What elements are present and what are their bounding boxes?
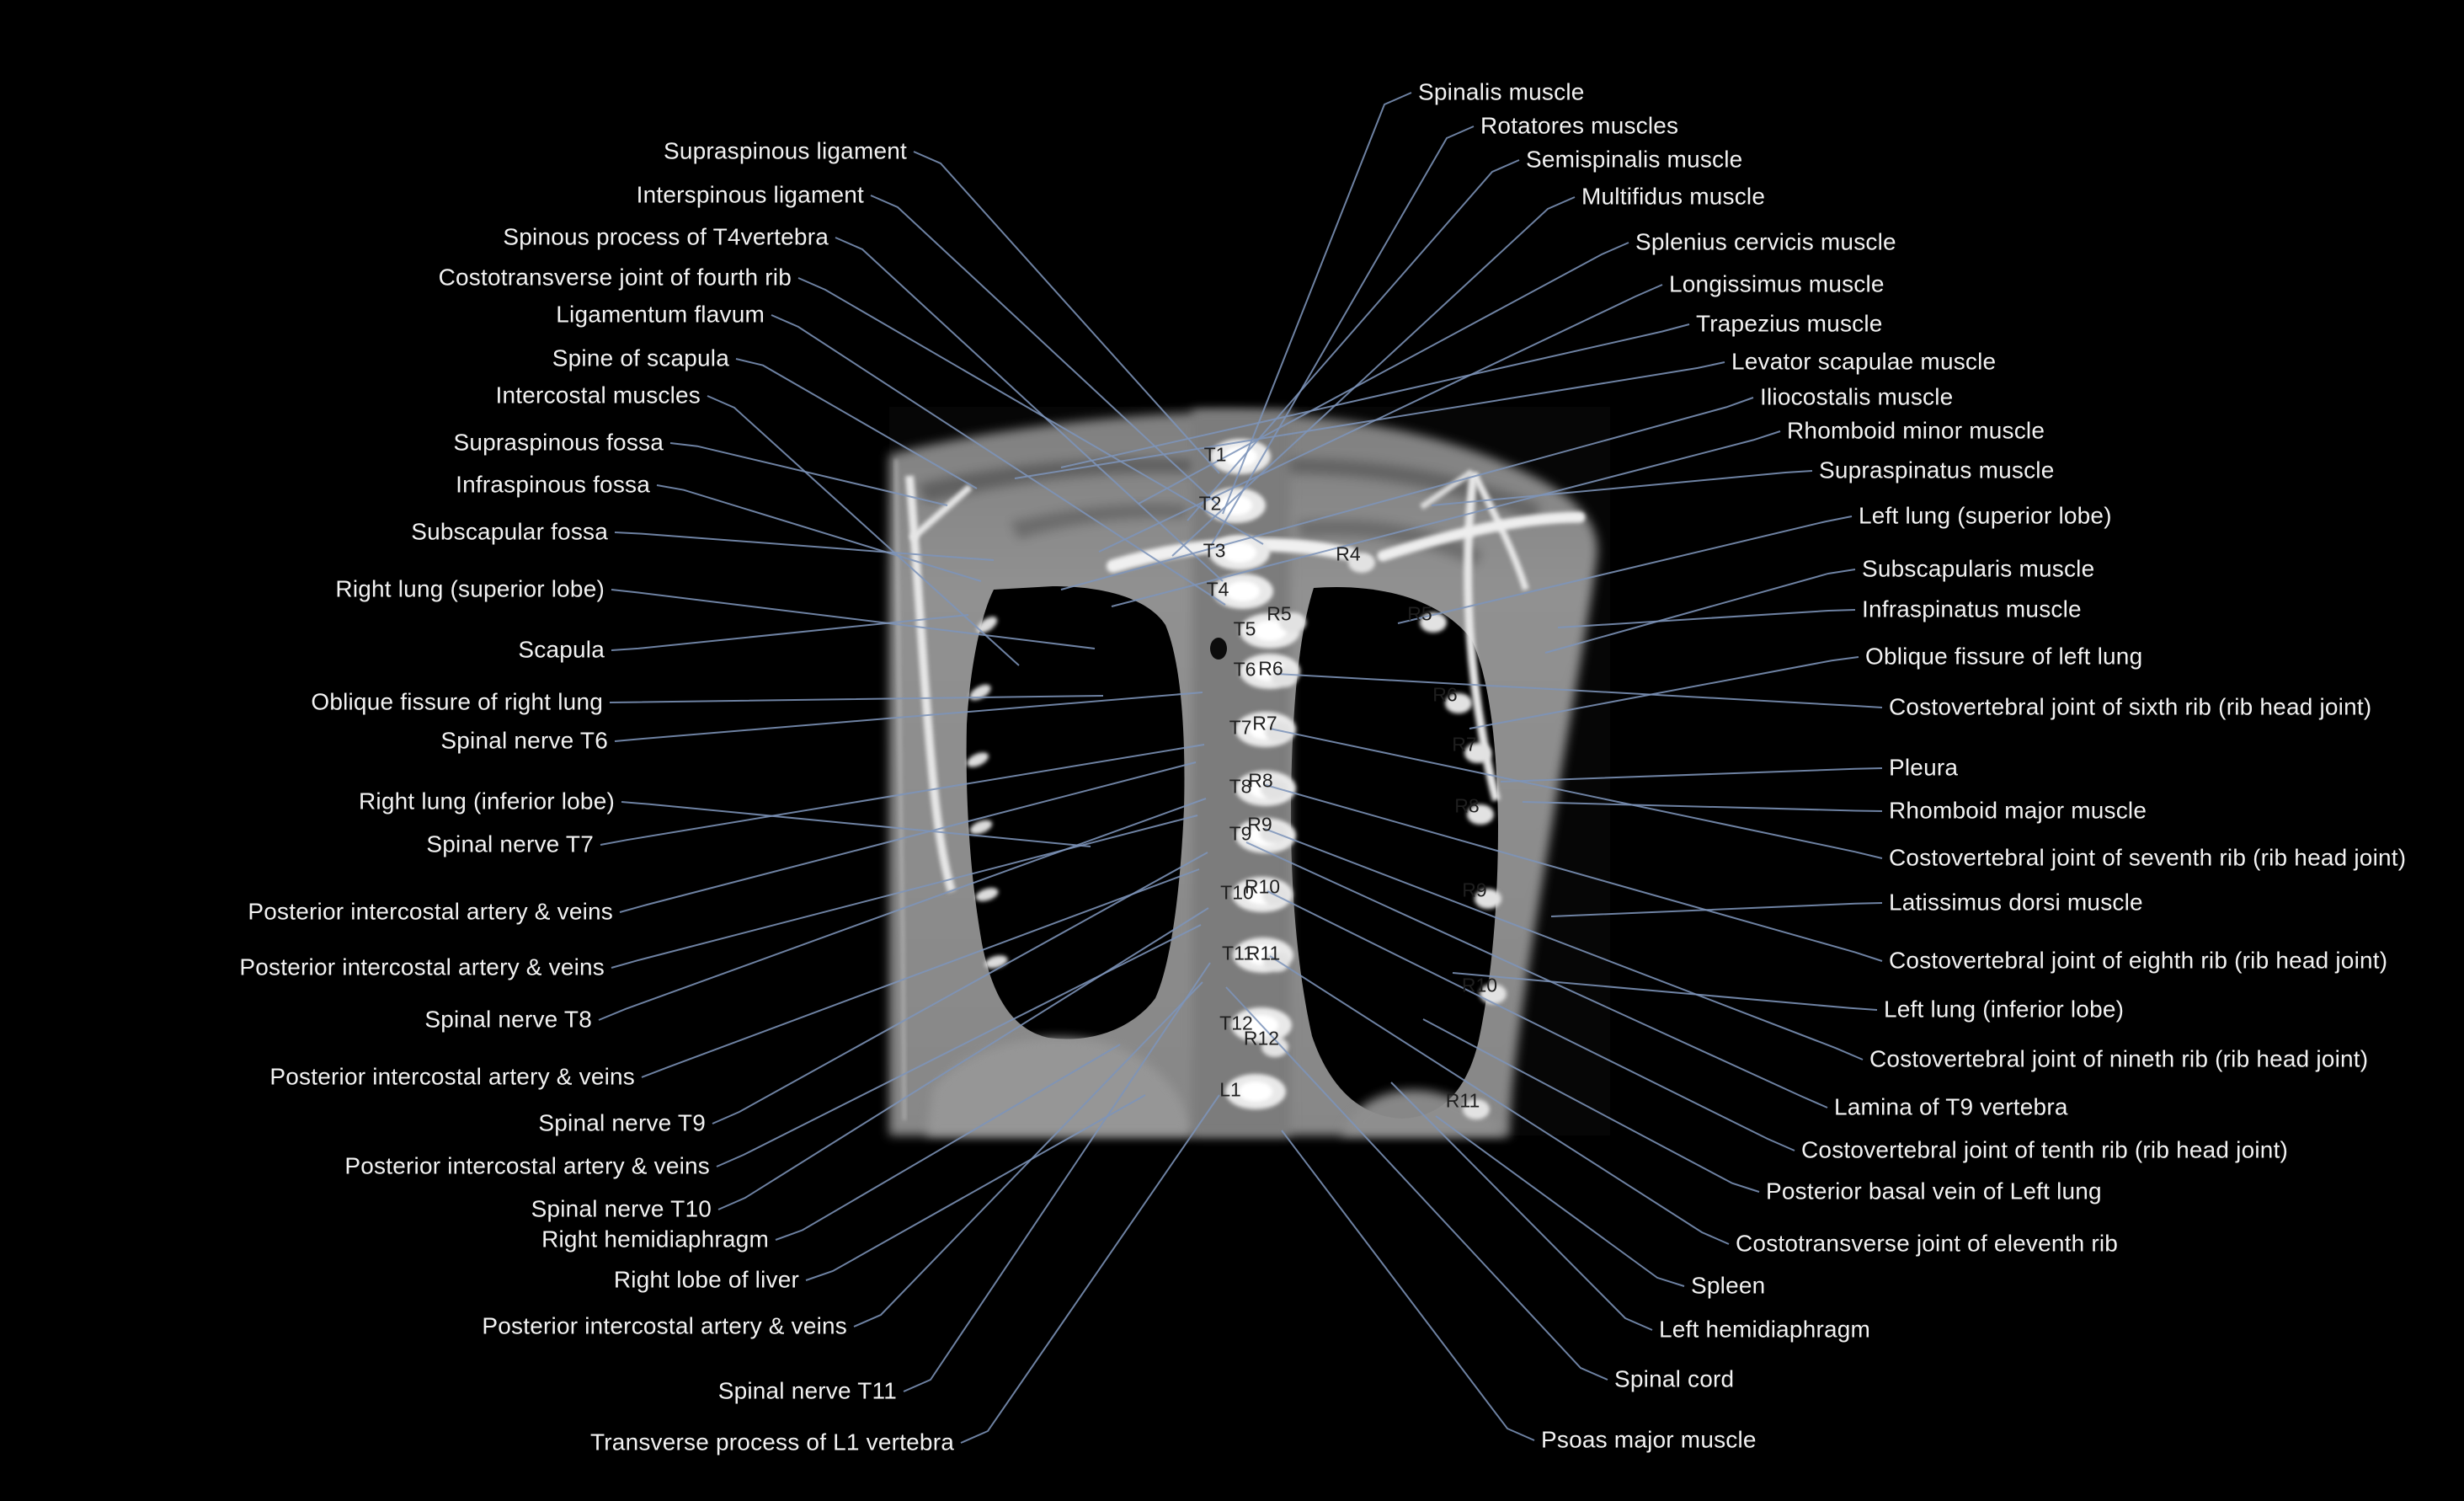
annotation-label: Posterior intercostal artery & veins xyxy=(482,1312,847,1339)
annotation-label: Left lung (inferior lobe) xyxy=(1884,996,2125,1023)
airway xyxy=(1210,638,1227,660)
ct-label: T9 xyxy=(1229,822,1252,845)
ct-label: R9 xyxy=(1247,813,1272,836)
right-lung xyxy=(966,586,1185,1039)
ct-label: T8 xyxy=(1229,775,1252,798)
ct-label: R10 xyxy=(1244,875,1281,898)
annotation-label: Iliocostalis muscle xyxy=(1760,383,1954,410)
annotation-label: Spinous process of T4vertebra xyxy=(503,223,829,250)
annotation-label: Costovertebral joint of tenth rib (rib h… xyxy=(1801,1136,2289,1163)
annotation-label: Costotransverse joint of eleventh rib xyxy=(1736,1230,2119,1257)
annotation-label: Rhomboid minor muscle xyxy=(1787,417,2045,444)
annotation-label: Infraspinous fossa xyxy=(456,471,650,498)
ct-label: R11 xyxy=(1445,1089,1480,1112)
ct-label: R5 xyxy=(1267,602,1292,625)
annotation-label: Spinal nerve T6 xyxy=(440,727,608,754)
annotation-label: Spleen xyxy=(1691,1272,1766,1299)
annotation-label: Costotransverse joint of fourth rib xyxy=(438,264,792,291)
annotation-label: Supraspinous ligament xyxy=(663,137,907,164)
ct-label: R8 xyxy=(1454,794,1480,817)
ct-label: T5 xyxy=(1233,617,1256,640)
ct-label: R5 xyxy=(1407,602,1432,625)
annotation-label: Posterior intercostal artery & veins xyxy=(248,898,613,925)
annotation-label: Right lung (inferior lobe) xyxy=(358,788,615,815)
ct-label: T7 xyxy=(1229,716,1252,739)
annotation-label: Latissimus dorsi muscle xyxy=(1889,889,2143,916)
annotation-label: Psoas major muscle xyxy=(1541,1426,1757,1453)
ct-label: T3 xyxy=(1203,539,1226,562)
annotation-label: Infraspinatus muscle xyxy=(1862,596,2082,622)
annotation-label: Spinal nerve T10 xyxy=(531,1195,712,1222)
annotation-label: Posterior intercostal artery & veins xyxy=(344,1152,710,1179)
ct-label: T6 xyxy=(1233,658,1256,681)
annotation-label: Multifidus muscle xyxy=(1581,183,1766,210)
annotation-label: Transverse process of L1 vertebra xyxy=(590,1429,954,1456)
ct-label: T1 xyxy=(1203,443,1227,466)
annotation-label: Oblique fissure of right lung xyxy=(311,688,603,715)
annotation-label: Ligamentum flavum xyxy=(556,301,765,328)
annotation-label: Spinal nerve T11 xyxy=(717,1377,897,1404)
ct-label: T11 xyxy=(1222,942,1254,964)
ct-label: R12 xyxy=(1243,1027,1280,1050)
annotation-label: Subscapular fossa xyxy=(411,518,608,545)
annotation-label: Posterior intercostal artery & veins xyxy=(239,953,605,980)
annotation-label: Spinal nerve T9 xyxy=(538,1109,706,1136)
ct-label: R9 xyxy=(1462,879,1487,901)
annotation-label: Left lung (superior lobe) xyxy=(1859,502,2112,529)
annotation-label: Posterior basal vein of Left lung xyxy=(1766,1178,2102,1205)
ct-label: R6 xyxy=(1258,657,1283,680)
ct-label: R7 xyxy=(1252,712,1277,734)
ct-label: T12 xyxy=(1219,1012,1253,1034)
ct-label: T4 xyxy=(1206,578,1229,601)
annotation-label: Right lung (superior lobe) xyxy=(335,575,605,602)
ct-label: L1 xyxy=(1219,1078,1241,1101)
annotation-label: Spine of scapula xyxy=(552,345,729,371)
annotation-label: Rhomboid major muscle xyxy=(1889,797,2147,824)
annotation-label: Semispinalis muscle xyxy=(1526,146,1743,173)
annotation-label: Longissimus muscle xyxy=(1669,270,1885,297)
ct-label: R7 xyxy=(1452,733,1477,756)
left-lung xyxy=(1290,586,1498,1119)
annotation-label: Pleura xyxy=(1889,754,1959,781)
annotation-label: Costovertebral joint of sixth rib (rib h… xyxy=(1889,693,2372,720)
rib-bone xyxy=(1279,612,1306,633)
annotation-label: Spinal nerve T8 xyxy=(424,1006,592,1033)
annotation-label: Costovertebral joint of seventh rib (rib… xyxy=(1889,844,2407,871)
annotation-label: Posterior intercostal artery & veins xyxy=(269,1063,635,1090)
ct-label: R6 xyxy=(1432,683,1458,706)
annotation-label: Spinalis muscle xyxy=(1418,78,1585,105)
annotation-label: Right lobe of liver xyxy=(613,1266,799,1293)
annotation-label: Oblique fissure of left lung xyxy=(1865,643,2143,670)
ct-label: R11 xyxy=(1245,942,1281,964)
ct-label: R8 xyxy=(1248,769,1273,792)
ct-label: T10 xyxy=(1220,881,1254,904)
annotation-label: Scapula xyxy=(518,636,605,663)
ct-label: T2 xyxy=(1198,492,1222,515)
annotation-label: Right hemidiaphragm xyxy=(541,1226,769,1253)
annotation-label: Costovertebral joint of eighth rib (rib … xyxy=(1889,947,2388,974)
annotation-label: Trapezius muscle xyxy=(1696,310,1883,337)
annotation-label: Rotatores muscles xyxy=(1480,112,1679,139)
annotation-label: Interspinous ligament xyxy=(636,181,864,208)
ct-label: R4 xyxy=(1336,542,1361,565)
annotation-label: Splenius cervicis muscle xyxy=(1635,228,1896,255)
annotation-label: Spinal nerve T7 xyxy=(426,831,594,857)
annotation-label: Spinal cord xyxy=(1614,1365,1735,1392)
annotation-label: Lamina of T9 vertebra xyxy=(1834,1093,2068,1120)
annotation-label: Intercostal muscles xyxy=(495,382,701,409)
annotation-label: Supraspinous fossa xyxy=(453,429,664,456)
annotation-label: Left hemidiaphragm xyxy=(1659,1316,1871,1343)
annotation-label: Costovertebral joint of nineth rib (rib … xyxy=(1869,1045,2369,1072)
annotation-label: Subscapularis muscle xyxy=(1862,555,2095,582)
annotation-label: Supraspinatus muscle xyxy=(1819,457,2055,483)
ct-label: R10 xyxy=(1461,974,1498,996)
annotation-label: Levator scapulae muscle xyxy=(1731,348,1997,375)
